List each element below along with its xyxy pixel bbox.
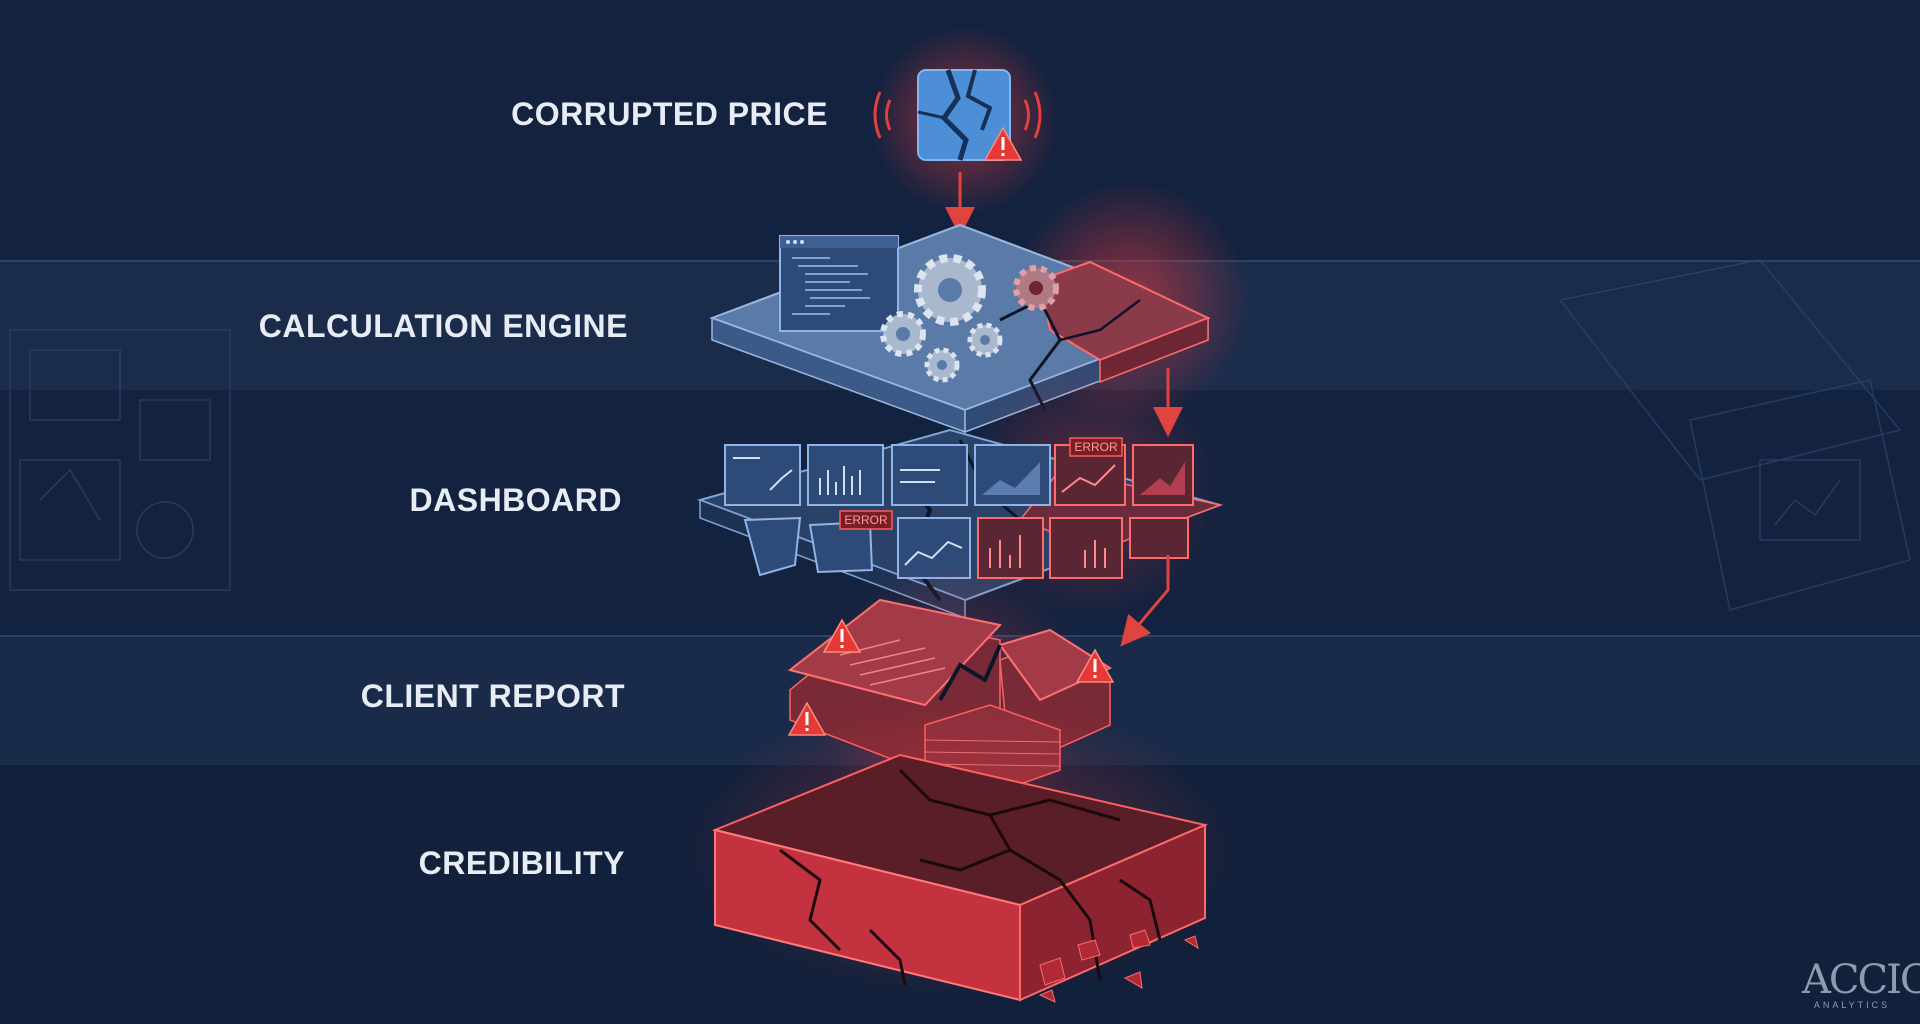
logo-subtitle: ANALYTICS [1813, 1000, 1891, 1010]
error-tag-lower: ERROR [839, 510, 893, 530]
dashboard-panel-error [1132, 444, 1194, 506]
dashboard-panel-broken [743, 516, 874, 577]
logo-wordmark: ACCIO [1802, 957, 1920, 1003]
dashboard-panel [724, 444, 801, 506]
layer-label-client-report: CLIENT REPORT [360, 678, 625, 714]
layer-label-dashboard: DASHBOARD [409, 482, 622, 518]
dashboard-panel [974, 444, 1051, 506]
blueprint-right-decoration [1558, 259, 1911, 611]
code-window-icon [779, 235, 899, 332]
rubble-fragments [1038, 929, 1199, 1003]
credibility-block [711, 753, 1209, 1002]
warning-icon [983, 126, 1023, 161]
layer-label-credibility: CREDIBILITY [418, 845, 625, 881]
dashboard-panels [724, 444, 1194, 579]
dashboard-panel [891, 444, 968, 506]
blueprint-left-decoration [9, 329, 231, 591]
gears-icon [880, 254, 1059, 383]
dashboard-panel-error [1049, 517, 1123, 579]
warning-icon [822, 618, 862, 653]
layer-label-calculation-engine: CALCULATION ENGINE [258, 308, 628, 344]
dashboard-panel [897, 517, 971, 579]
signal-waves [873, 91, 1042, 139]
corrupted-price-icon [917, 69, 1011, 161]
dashboard-panel-error [1129, 517, 1189, 559]
warning-icon [1075, 648, 1115, 683]
layer-label-corrupted-price: CORRUPTED PRICE [511, 96, 828, 132]
arrow-dashboard-to-report [1120, 555, 1170, 647]
error-tag-label: ERROR [844, 513, 888, 527]
dashboard-panel [807, 444, 884, 506]
error-tag-label: ERROR [1074, 440, 1118, 454]
error-tag-upper: ERROR [1069, 437, 1123, 457]
accio-analytics-logo: ACCIO ANALYTICS [1802, 957, 1920, 1010]
